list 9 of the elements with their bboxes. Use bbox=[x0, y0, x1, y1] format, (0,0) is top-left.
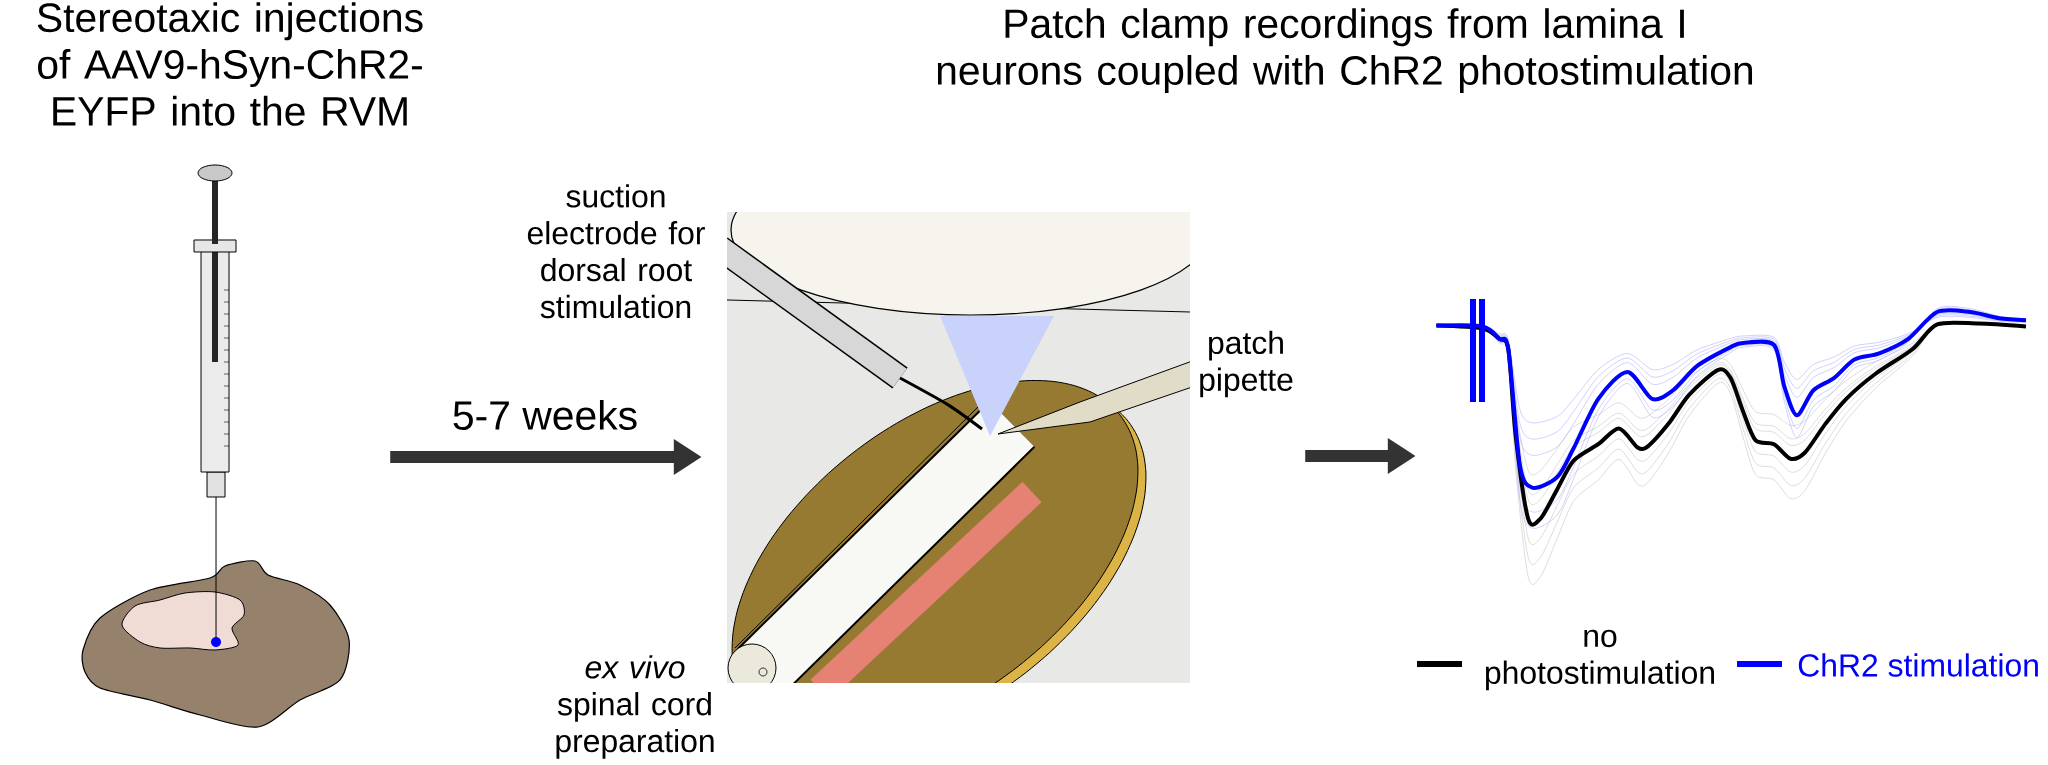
heading: Stereotaxic injections of AAV9-hSyn-ChR2-EYFP into the RVM bbox=[37, 2, 423, 126]
part-label: suction electrode for dorsal root stimulation bbox=[527, 184, 705, 319]
edge-label: 5-7 weeks bbox=[449, 398, 641, 432]
panel-title: Patch clamp recordings from lamina I neurons coupled with ChR2 photostimulation bbox=[937, 8, 1752, 94]
part-label: ex vivo spinal cord preparation bbox=[556, 655, 714, 759]
legend-entry: ChR2 stimulation bbox=[1737, 653, 2038, 677]
current-traces-drawing bbox=[1436, 299, 2027, 585]
preparation-drawing bbox=[727, 212, 1190, 683]
legend-entry: no photostimulation bbox=[1417, 629, 1714, 691]
